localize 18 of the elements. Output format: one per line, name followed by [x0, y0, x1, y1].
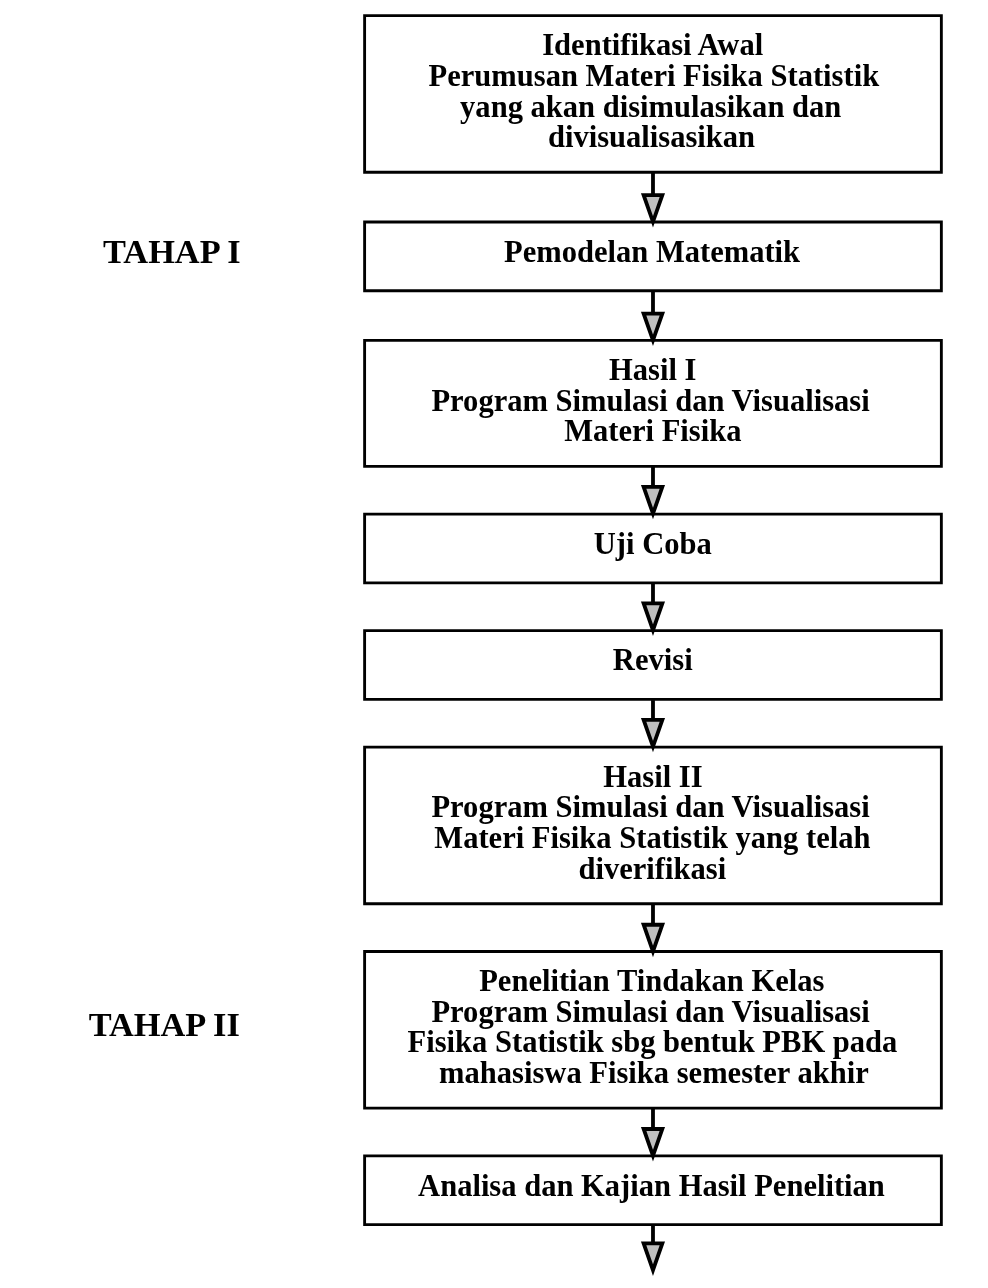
- node-box: Identifikasi Awal Perumusan Materi Fisika Statistik yang akan disimulasikan dan divisualisasikan: [363, 14, 943, 174]
- node-box: Penelitian Tindakan Kelas Program Simulasi dan Visualisasi Fisika Statistik sbg bentuk PBK pada mahasiswa Fisika semester akhir: [363, 950, 943, 1110]
- node-box: Hasil I Program Simulasi dan Visualisasi Materi Fisika: [363, 338, 943, 468]
- node-box: Analisa dan Kajian Hasil Penelitian: [363, 1154, 943, 1226]
- arrow: [640, 1108, 666, 1162]
- arrow: [640, 172, 666, 228]
- node-box: Revisi: [363, 629, 943, 701]
- arrow: [640, 700, 666, 753]
- node-box: Uji Coba: [363, 512, 943, 585]
- label: TAHAP II: [88, 1005, 240, 1044]
- label: TAHAP I: [102, 231, 241, 270]
- arrow: [640, 583, 666, 636]
- node-box: Pemodelan Matematik: [363, 220, 943, 293]
- arrow: [640, 290, 666, 347]
- node-box: Hasil II Program Simulasi dan Visualisasi Materi Fisika Statistik yang telah diverifikasi: [363, 745, 943, 906]
- arrow: [640, 904, 666, 958]
- arrow: [640, 1224, 666, 1276]
- arrow: [640, 466, 666, 520]
